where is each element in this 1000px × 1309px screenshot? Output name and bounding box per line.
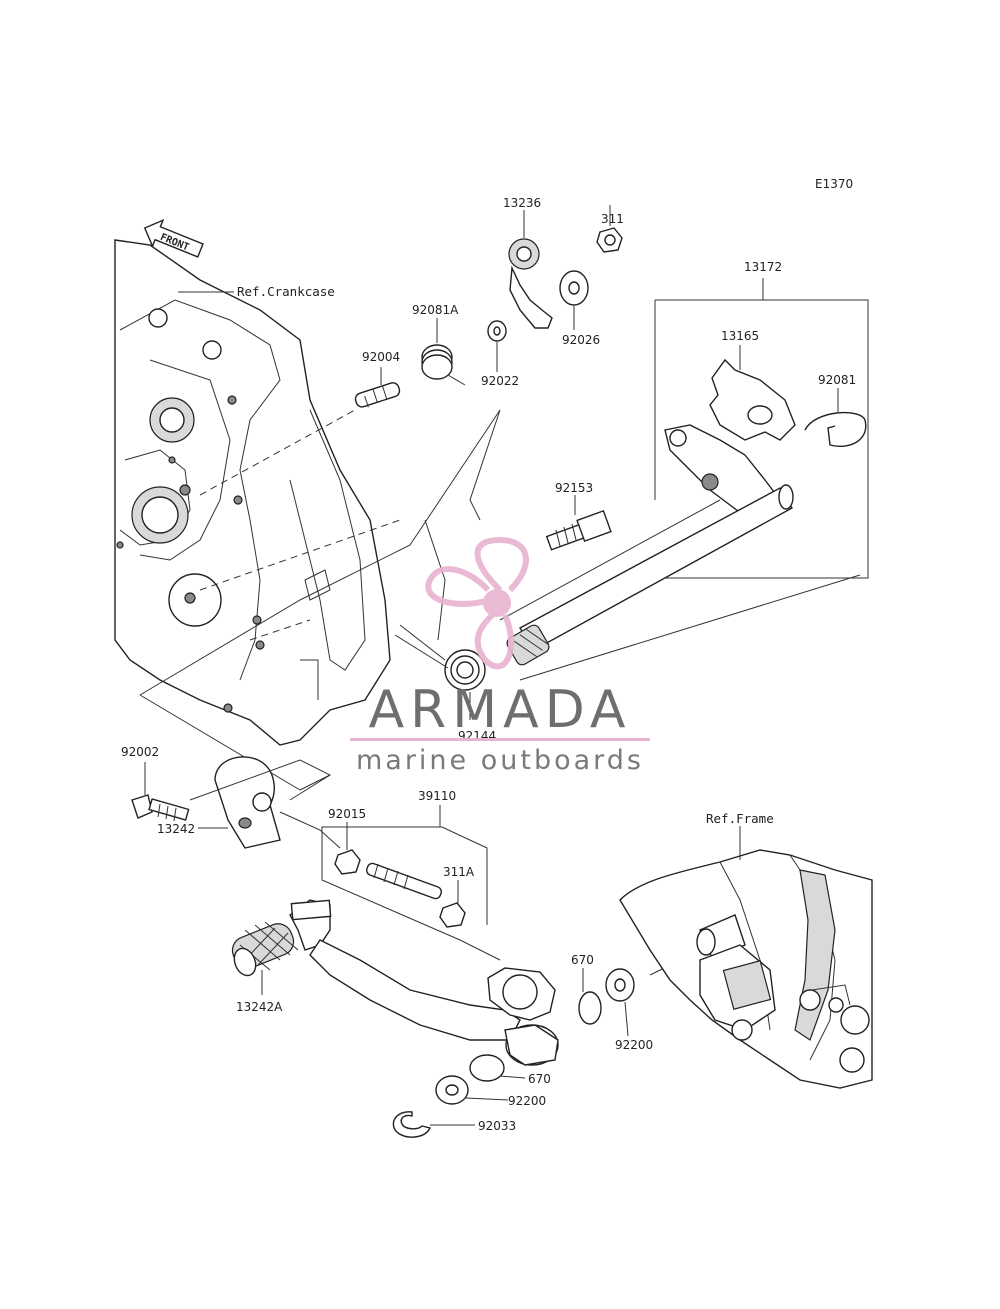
watermark-brand: ARMADA <box>368 680 632 740</box>
watermark-divider <box>350 738 650 741</box>
label-92015: 92015 <box>328 807 366 821</box>
label-670-b: 670 <box>528 1072 551 1086</box>
part-92081A-spring <box>421 344 466 386</box>
frame-drawing <box>619 849 873 1089</box>
label-92200-b: 92200 <box>508 1094 546 1108</box>
part-92004-pin <box>354 382 401 408</box>
part-pedal-pivot <box>487 967 559 1066</box>
label-92033: 92033 <box>478 1119 516 1133</box>
label-92081: 92081 <box>818 373 856 387</box>
part-13165-plate <box>709 358 796 441</box>
label-39110: 39110 <box>418 789 456 803</box>
armada-logo-icon <box>425 536 529 670</box>
label-13165: 13165 <box>721 329 759 343</box>
part-92002-bolt <box>131 794 190 822</box>
shift-shaft-assembly <box>506 424 794 666</box>
label-92081A: 92081A <box>412 303 459 317</box>
part-92144-spring <box>394 624 486 691</box>
label-92026: 92026 <box>562 333 600 347</box>
diagram-code: E1370 <box>815 177 853 191</box>
label-311: 311 <box>601 212 624 226</box>
label-13242: 13242 <box>157 822 195 836</box>
part-13242-clamp <box>214 756 281 849</box>
label-92153: 92153 <box>555 481 593 495</box>
label-311A: 311A <box>443 865 475 879</box>
watermark-tagline: marine outboards <box>355 745 644 776</box>
part-13236-bearing <box>508 238 553 329</box>
part-670-oring-b <box>469 1054 505 1082</box>
crankcase-drawing <box>114 239 391 746</box>
part-92033-eclip <box>392 1111 432 1138</box>
label-92200-a: 92200 <box>615 1038 653 1052</box>
label-92004: 92004 <box>362 350 400 364</box>
part-13242A-shift-pedal <box>231 899 521 1041</box>
label-13236: 13236 <box>503 196 541 210</box>
ref-crankcase-label: Ref.Crankcase <box>237 284 335 299</box>
part-311A-nut <box>439 902 466 928</box>
label-92002: 92002 <box>121 745 159 759</box>
part-rod <box>366 862 442 900</box>
ref-frame-label: Ref.Frame <box>706 811 774 826</box>
label-13172: 13172 <box>744 260 782 274</box>
part-670-oring-a <box>578 991 602 1025</box>
part-92015-nut <box>334 849 361 875</box>
label-92022: 92022 <box>481 374 519 388</box>
label-13242A: 13242A <box>236 1000 283 1014</box>
part-92081-clip <box>804 411 867 447</box>
part-92153-bolt <box>545 509 612 551</box>
label-670-a: 670 <box>571 953 594 967</box>
